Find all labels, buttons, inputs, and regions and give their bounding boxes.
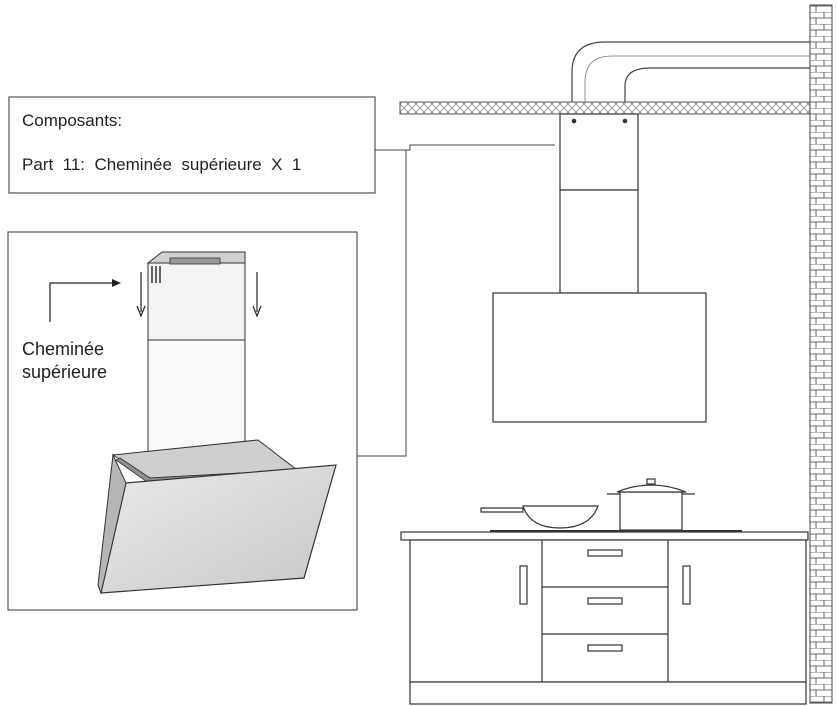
drawer-handle-2 [587,597,623,605]
vent-slots-icon [151,266,161,283]
drawer-handle-1 [587,549,623,557]
components-box: Composants: Part 11: Cheminée supérieure… [8,96,376,194]
detail-box: Cheminée supérieure [7,231,358,611]
components-heading: Composants: [22,111,122,130]
label-arrow [49,282,112,322]
brick-wall [809,4,833,704]
cooking-pot [607,478,695,531]
upper-chimney-piece [146,251,246,341]
screw-icon [622,118,628,124]
installed-chimney [559,113,639,294]
screw-icon [571,118,577,124]
installed-hood-body [492,292,707,423]
down-arrow-right-icon [252,272,262,318]
exhaust-ducts [571,41,810,102]
door-handle-right [682,565,691,605]
down-arrow-left-icon [136,272,146,318]
door-handle-left [519,565,528,605]
frying-pan [480,505,599,529]
leader-line-top [375,144,555,151]
components-part-line: Part 11: Cheminée supérieure X 1 [22,155,301,174]
kitchen-cabinet [400,531,809,705]
leader-line-bottom [357,150,407,457]
drawer-handle-3 [587,644,623,652]
detail-label-line2: supérieure [22,362,107,382]
hood-glass-side [97,453,127,595]
detail-label-line1: Cheminée [22,339,104,359]
hood-glass-panel [100,464,337,594]
label-arrowhead [112,279,121,287]
ceiling-slab [399,101,811,115]
